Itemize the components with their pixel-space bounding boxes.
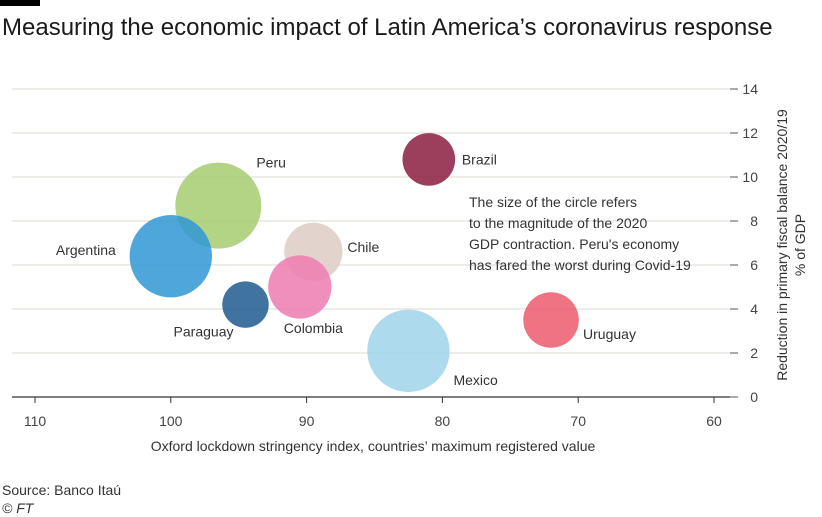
bubble-label-brazil: Brazil [462,151,497,167]
x-tick-label: 80 [435,413,451,429]
bubble-label-uruguay: Uruguay [583,326,636,342]
annotation-line: The size of the circle refers [469,194,637,210]
bubble-uruguay [523,292,579,348]
y-tick-label: 4 [750,301,758,317]
chart-title: Measuring the economic impact of Latin A… [2,14,773,41]
y-tick-label: 2 [750,345,758,361]
y-tick-label: 14 [742,81,758,97]
annotation-line: has fared the worst during Covid-19 [469,257,691,273]
y-tick-label: 0 [750,389,758,405]
bubble-label-mexico: Mexico [453,372,498,388]
annotation-line: GDP contraction. Peru's economy [469,236,679,252]
annotation-line: to the magnitude of the 2020 [469,215,647,231]
bubble-label-argentina: Argentina [56,242,116,258]
bubble-paraguay [222,281,269,328]
brand-bar [0,0,40,6]
y-tick-label: 12 [742,125,758,141]
bubble-label-paraguay: Paraguay [174,324,234,340]
y-tick-label: 8 [750,213,758,229]
y-tick-label: 10 [742,169,758,185]
y-axis-unit-label: % of GDP [792,214,808,276]
x-tick-label: 110 [24,413,47,429]
bubble-mexico [367,309,450,392]
y-axis-label: Reduction in primary fiscal balance 2020… [774,109,790,381]
source-note: Source: Banco Itaú [2,482,122,498]
bubble-colombia [268,255,332,319]
bubble-brazil [402,133,456,186]
x-tick-label: 60 [706,413,722,429]
bubble-argentina [129,215,212,298]
x-tick-label: 100 [159,413,183,429]
bubble-label-peru: Peru [256,155,286,171]
copyright-note: © FT [2,500,34,516]
y-tick-label: 6 [750,257,758,273]
bubble-label-chile: Chile [347,239,379,255]
x-tick-label: 90 [299,413,315,429]
x-axis-label: Oxford lockdown stringency index, countr… [151,438,596,454]
x-tick-label: 70 [570,413,586,429]
bubble-label-colombia: Colombia [284,320,343,336]
